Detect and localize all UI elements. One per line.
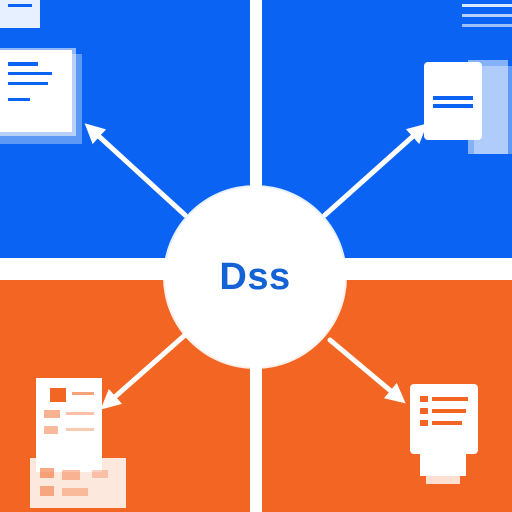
hub-label: Dss [219,255,291,298]
hub-circle: Dss [165,187,345,367]
